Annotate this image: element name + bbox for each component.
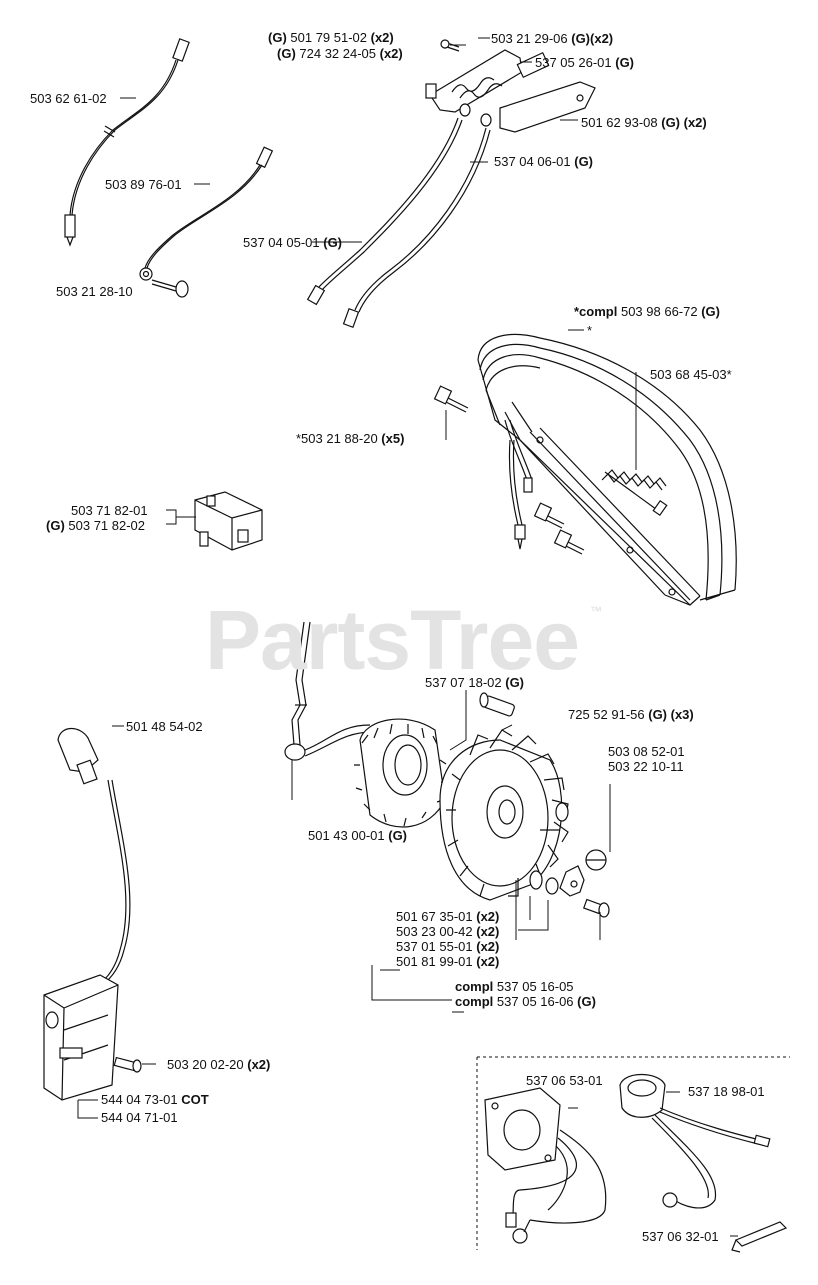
screw-503-21-28-10 [151, 279, 189, 298]
screws-503-21-88-20 [433, 385, 585, 555]
sensor-537-06-53-01 [484, 1087, 607, 1244]
part-label[interactable]: compl 537 05 16-06 (G) [455, 994, 596, 1009]
part-label[interactable]: compl 537 05 16-05 [455, 979, 574, 994]
sensor-537-18-98-01 [619, 1073, 771, 1209]
part-label[interactable]: 501 43 00-01 (G) [308, 828, 408, 843]
part-label[interactable]: 503 89 76-01 [105, 177, 182, 192]
part-label[interactable]: 503 21 28-10 [56, 284, 133, 299]
part-label[interactable]: *503 21 88-20 (x5) [296, 431, 405, 446]
part-label[interactable]: 501 48 54-02 [126, 719, 203, 734]
wire-503-62-61-02 [64, 38, 190, 247]
part-label[interactable]: 537 06 32-01 [642, 1229, 719, 1244]
bracket-assembly-top [425, 39, 596, 133]
cable-537-04-05-01 [306, 117, 463, 306]
part-label[interactable]: (G) 503 71 82-02 [46, 518, 146, 533]
part-label[interactable]: 503 23 00-42 (x2) [396, 924, 500, 939]
part-label[interactable]: 544 04 73-01 COT [101, 1092, 209, 1107]
part-label[interactable]: *compl 503 98 66-72 (G) [574, 304, 720, 319]
part-label[interactable]: 537 01 55-01 (x2) [396, 939, 500, 954]
part-label[interactable]: 503 21 29-06 (G)(x2) [491, 31, 614, 46]
part-label[interactable]: 503 68 45-03* [650, 367, 732, 382]
part-label[interactable]: 537 18 98-01 [688, 1084, 765, 1099]
part-label[interactable]: 501 67 35-01 (x2) [396, 909, 500, 924]
bracket-537-06-32-01 [731, 1221, 788, 1253]
cable-537-04-06-01 [342, 127, 491, 328]
part-label[interactable]: 544 04 71-01 [101, 1110, 178, 1125]
part-label[interactable]: 503 62 61-02 [30, 91, 107, 106]
watermark-brand: PartsTree [205, 593, 580, 687]
part-label[interactable]: * [587, 323, 593, 338]
part-label[interactable]: (G) 724 32 24-05 (x2) [277, 46, 403, 61]
leader-lines [77, 37, 738, 1237]
part-label[interactable]: 537 05 26-01 (G) [535, 55, 635, 70]
part-label[interactable]: 537 04 05-01 (G) [243, 235, 343, 250]
part-label[interactable]: 503 08 52-01 [608, 744, 685, 759]
ignition-coil-544-04-71-01 [43, 727, 142, 1101]
part-label[interactable]: 501 81 99-01 (x2) [396, 954, 500, 969]
flywheel-hardware [479, 692, 610, 918]
part-label[interactable]: 537 06 53-01 [526, 1073, 603, 1088]
wire-503-89-76-01 [139, 146, 274, 281]
part-label[interactable]: 503 22 10-11 [608, 759, 684, 774]
part-label[interactable]: 503 20 02-20 (x2) [167, 1057, 271, 1072]
part-label[interactable]: 501 62 93-08 (G) (x2) [581, 115, 707, 130]
part-label[interactable]: (G) 501 79 51-02 (x2) [268, 30, 394, 45]
spring-503-68-45-03 [601, 469, 668, 517]
watermark-trademark: ™ [590, 604, 602, 618]
part-label[interactable]: 503 71 82-01 [71, 503, 148, 518]
part-label[interactable]: 537 04 06-01 (G) [494, 154, 594, 169]
switch-503-71-82-01 [194, 491, 263, 551]
flywheel-537-05-16 [439, 729, 569, 901]
part-label[interactable]: 725 52 91-56 (G) (x3) [568, 707, 694, 722]
inset-box [476, 1056, 790, 1250]
part-label[interactable]: 537 07 18-02 (G) [425, 675, 525, 690]
